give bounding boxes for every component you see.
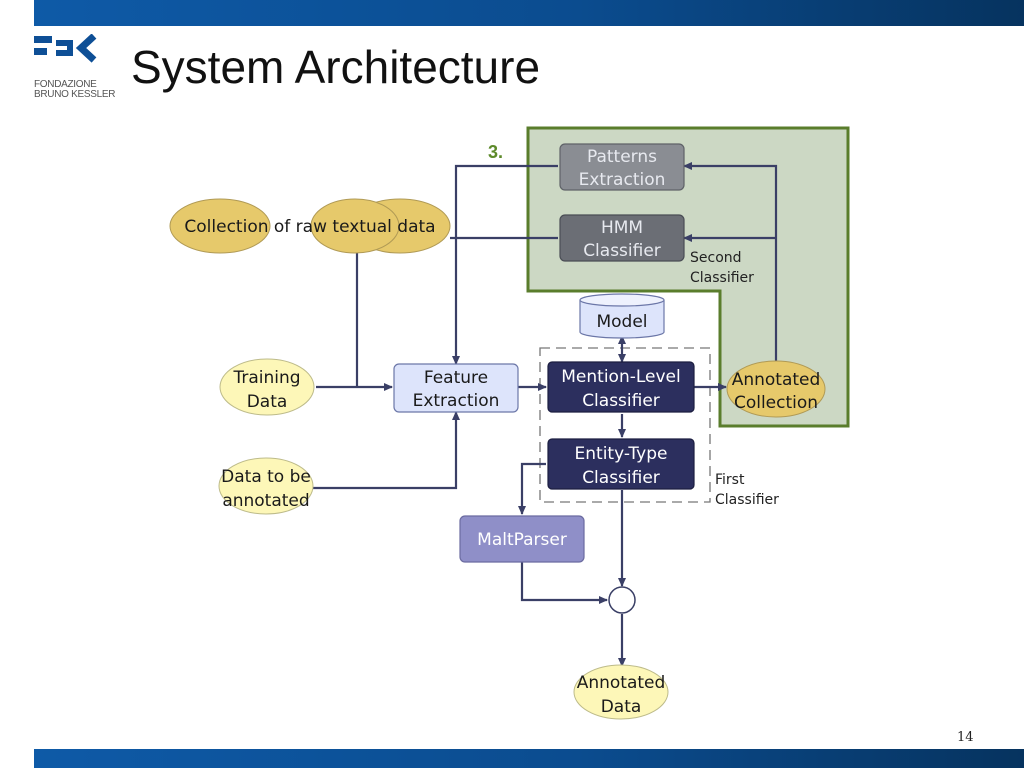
patterns-extraction-line1: Patterns [587, 147, 657, 167]
logo-line-2: BRUNO KESSLER [34, 89, 116, 100]
entity-type-classifier-node: Entity-Type Classifier [547, 438, 695, 490]
first-classifier-region [539, 347, 711, 503]
hmm-classifier-line1: HMM [601, 218, 643, 238]
second-classifier-note-line2: Classifier [690, 270, 754, 286]
fbk-logo-icon [34, 33, 116, 104]
first-classifier-note-line1: First [715, 472, 745, 488]
bottom-banner [34, 749, 1024, 768]
merge-node [608, 586, 636, 614]
data-to-annotate-line2: annotated [222, 491, 309, 511]
stage-3-region [526, 126, 850, 428]
patterns-extraction-node: Patterns Extraction [559, 143, 685, 191]
annotated-collection-line1: Annotated [732, 370, 821, 390]
stage-3-label: 3. [488, 142, 503, 162]
second-classifier-note-line1: Second [690, 250, 742, 266]
entity-type-line2: Classifier [582, 468, 660, 488]
hmm-classifier-node: HMM Classifier [559, 214, 685, 262]
data-to-annotate-node: Data to be annotated [218, 457, 314, 515]
logo-line-1: FONDAZIONE [34, 79, 97, 90]
feature-extraction-line2: Extraction [413, 391, 500, 411]
page-title: System Architecture [131, 41, 541, 93]
mention-level-classifier-node: Mention-Level Classifier [547, 361, 695, 413]
maltparser-label: MaltParser [477, 530, 567, 550]
model-node: Model [579, 293, 665, 339]
annotated-data-line1: Annotated [577, 673, 666, 693]
first-classifier-note-line2: Classifier [715, 492, 779, 508]
annotated-collection-line2: Collection [734, 393, 818, 413]
raw-data-node: Collection of raw textual data [169, 198, 451, 254]
feature-extraction-line1: Feature [424, 368, 488, 388]
patterns-extraction-line2: Extraction [579, 170, 666, 190]
training-data-line1: Training [232, 368, 300, 388]
entity-type-line1: Entity-Type [575, 444, 668, 464]
training-data-node: Training Data [219, 358, 315, 416]
data-to-annotate-line1: Data to be [221, 467, 311, 487]
raw-data-label: Collection of raw textual data [184, 217, 435, 237]
logo-text: FONDAZIONE BRUNO KESSLER [34, 80, 115, 100]
annotated-data-node: Annotated Data [573, 664, 669, 720]
annotated-data-line2: Data [601, 697, 642, 717]
mention-level-line1: Mention-Level [561, 367, 680, 387]
connectors [312, 162, 778, 667]
training-data-line2: Data [247, 392, 288, 412]
feature-extraction-node: Feature Extraction [393, 363, 519, 413]
model-label: Model [596, 312, 647, 332]
annotated-collection-node: Annotated Collection [726, 360, 826, 418]
hmm-classifier-line2: Classifier [583, 241, 661, 261]
mention-level-line2: Classifier [582, 391, 660, 411]
top-banner [34, 0, 1024, 26]
page-number: 14 [957, 730, 974, 745]
maltparser-node: MaltParser [459, 515, 585, 563]
